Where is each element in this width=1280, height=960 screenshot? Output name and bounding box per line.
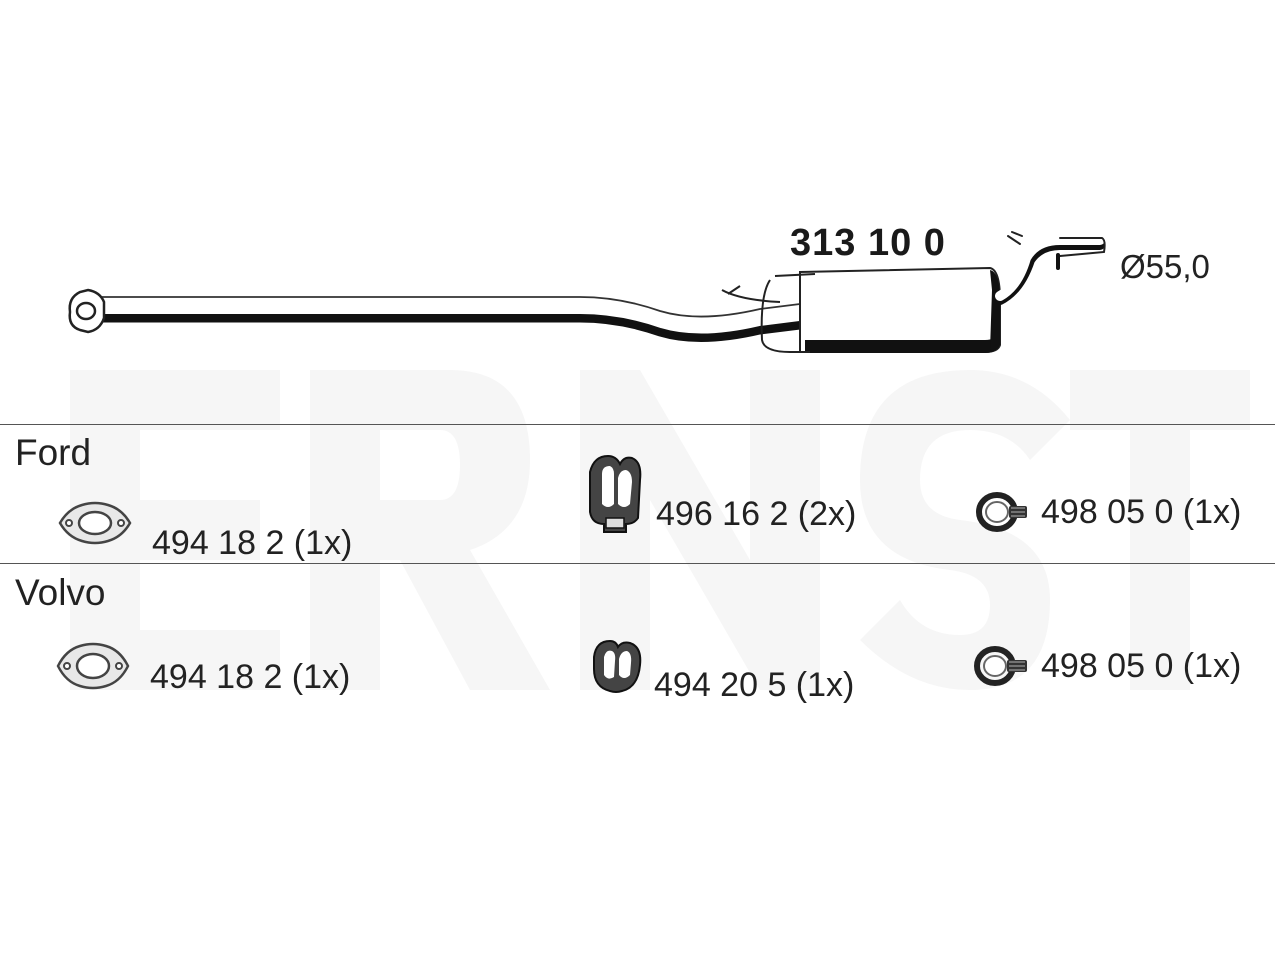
- gasket-icon: [54, 640, 132, 692]
- part-ford-clamp[interactable]: 498 05 0 (1x): [975, 490, 1241, 534]
- tailpipe: [995, 231, 1106, 305]
- part-volvo-mount[interactable]: 494 20 5 (1x): [588, 626, 854, 705]
- silencer-bracket: [721, 273, 816, 353]
- section-title-ford: Ford: [15, 432, 92, 473]
- part-code: 496 16 2 (2x): [656, 494, 857, 533]
- inlet-flange: [68, 288, 106, 334]
- ernst-watermark: [70, 370, 1250, 690]
- part-code: 498 05 0 (1x): [1041, 646, 1242, 685]
- silencer-box: [799, 266, 1001, 353]
- rubber-hanger-icon: [584, 452, 644, 536]
- part-code: 494 18 2 (1x): [152, 524, 353, 562]
- section-divider: [0, 563, 1275, 564]
- pipe-diameter-label: Ø55,0: [1120, 248, 1210, 285]
- rubber-mount-icon: [588, 637, 644, 695]
- exhaust-assembly-drawing: [68, 231, 1106, 353]
- pipe-clamp-icon: [973, 644, 1031, 688]
- part-code: 494 18 2 (1x): [150, 658, 351, 696]
- part-ford-hanger[interactable]: 496 16 2 (2x): [584, 452, 856, 536]
- part-volvo-clamp[interactable]: 498 05 0 (1x): [973, 644, 1241, 688]
- front-pipe: [86, 294, 809, 343]
- section-divider: [0, 424, 1275, 425]
- part-code: 498 05 0 (1x): [1041, 492, 1242, 531]
- pipe-clamp-icon: [975, 490, 1031, 534]
- part-number-label: 313 10 0: [790, 222, 946, 264]
- part-code: 494 20 5 (1x): [654, 666, 855, 704]
- part-ford-gasket[interactable]: 494 18 2 (1x): [56, 482, 352, 563]
- part-volvo-gasket[interactable]: 494 18 2 (1x): [54, 634, 350, 697]
- section-title-volvo: Volvo: [15, 572, 106, 613]
- gasket-icon: [56, 499, 134, 547]
